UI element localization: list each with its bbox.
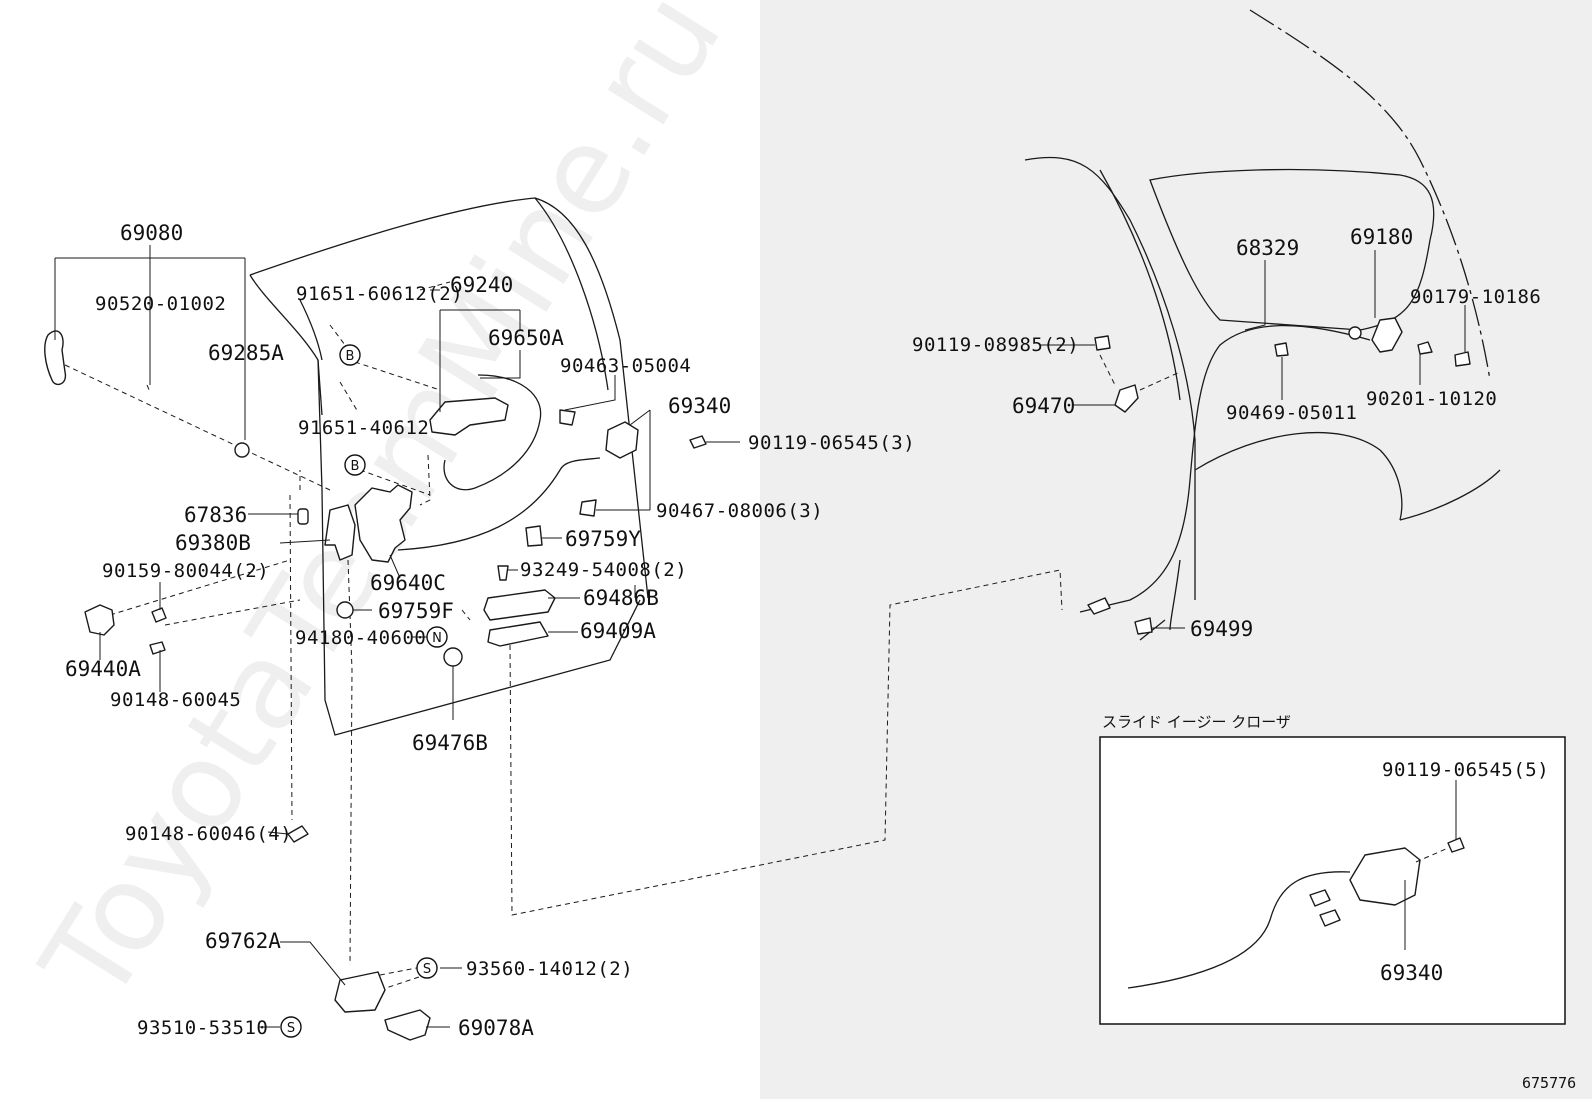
part-69470-clip [1114, 384, 1139, 413]
label-67836: 67836 [184, 503, 247, 527]
part-69759F [336, 601, 354, 619]
label-90148-60046: 90148-60046(4) [125, 823, 292, 845]
badge-b-1: B [339, 344, 361, 366]
part-90148-bolt-a [149, 641, 166, 655]
part-69762A-hinge [334, 971, 386, 1013]
label-90159-80044: 90159-80044(2) [102, 560, 269, 582]
badge-b-2: B [344, 454, 366, 476]
part-69650A-cable [443, 374, 542, 491]
label-69380B: 69380B [175, 531, 251, 555]
svg-text:N: N [432, 631, 442, 646]
label-69409A: 69409A [580, 619, 656, 643]
sliding-door-outline [249, 197, 649, 736]
label-69285A: 69285A [208, 341, 284, 365]
part-90201-washer [1417, 341, 1433, 355]
part-90469-clip [1274, 342, 1289, 357]
label-69470: 69470 [1012, 394, 1075, 418]
inset-frame [1099, 736, 1566, 1025]
label-90520-01002: 90520-01002 [95, 293, 226, 315]
label-90119-08985: 90119-08985(2) [912, 334, 1079, 356]
label-90463-05004: 90463-05004 [560, 355, 691, 377]
label-93560-14012: 93560-14012(2) [466, 958, 633, 980]
inset-cable [1127, 871, 1351, 989]
label-69078A: 69078A [458, 1016, 534, 1040]
label-91651-60612: 91651-60612(2) [296, 283, 463, 305]
label-90148-60045: 90148-60045 [110, 689, 241, 711]
label-69759Y: 69759Y [565, 527, 641, 551]
part-69640C-latch [354, 484, 413, 563]
leader-lines [54, 245, 1466, 1028]
label-69640C: 69640C [370, 571, 446, 595]
label-90179-10186: 90179-10186 [1410, 286, 1541, 308]
part-93249-screw [497, 565, 509, 581]
label-69340-inset: 69340 [1380, 961, 1443, 985]
part-69340-rod [397, 457, 601, 551]
part-90467-nut [579, 499, 597, 517]
part-69180-pulley [1348, 326, 1362, 340]
label-69340: 69340 [668, 394, 731, 418]
label-90201-10120: 90201-10120 [1366, 388, 1497, 410]
part-90119-bolt-a [689, 435, 707, 449]
label-91651-40612: 91651-40612 [298, 417, 429, 439]
label-94180-40600: 94180-40600 [295, 627, 426, 649]
label-90469-05011: 90469-05011 [1226, 402, 1357, 424]
label-90119-06545-3: 90119-06545(3) [748, 432, 915, 454]
badge-s-1: S [416, 957, 438, 979]
part-90148-bolt-b [287, 825, 309, 843]
part-90463-clip [559, 409, 576, 426]
part-69380B-bracket [324, 504, 356, 561]
svg-text:B: B [351, 459, 360, 474]
svg-text:S: S [423, 962, 431, 977]
label-90119-06545-5: 90119-06545(5) [1382, 759, 1549, 781]
part-69499-clip [1134, 617, 1153, 635]
label-69650A: 69650A [488, 326, 564, 350]
figure-number: 675776 [1522, 1074, 1576, 1092]
part-69759Y-block [525, 525, 543, 547]
label-69499: 69499 [1190, 617, 1253, 641]
label-69240: 69240 [450, 273, 513, 297]
inset-title: スライド イージー クローザ [1102, 713, 1291, 731]
part-69240-outside-handle [429, 397, 509, 436]
part-69486B-inside-handle [483, 589, 556, 621]
part-69476B-cap [443, 647, 463, 667]
part-68329-cable [1079, 324, 1371, 613]
vehicle-body-outline [1024, 9, 1501, 641]
part-69285A-plug [234, 442, 250, 458]
label-69759F: 69759F [378, 599, 454, 623]
part-69078A-bracket [384, 1009, 431, 1041]
label-93249-54008: 93249-54008(2) [520, 559, 687, 581]
badge-n: N [426, 626, 448, 648]
inset-connector-b [1319, 909, 1341, 927]
door-dashed-lines [64, 281, 1063, 991]
label-90467-08006: 90467-08006(3) [656, 500, 823, 522]
part-69340-lock [605, 421, 639, 459]
label-69762A: 69762A [205, 929, 281, 953]
label-93510-53510: 93510-53510 [137, 1017, 268, 1039]
label-69440A: 69440A [65, 657, 141, 681]
label-69476B: 69476B [412, 731, 488, 755]
part-90119-08985-bolt [1094, 335, 1111, 351]
part-69409A-bezel [487, 621, 549, 647]
part-69180-bracket [1371, 317, 1403, 353]
part-67836 [297, 508, 309, 525]
part-69080-cover [44, 330, 67, 386]
part-69440A-switch [84, 604, 115, 636]
part-90159-bolt [151, 607, 167, 623]
part-90179-nut [1454, 351, 1471, 367]
label-68329: 68329 [1236, 236, 1299, 260]
part-cable-end [1087, 597, 1111, 615]
svg-text:S: S [287, 1021, 295, 1036]
label-69180: 69180 [1350, 225, 1413, 249]
label-69080: 69080 [120, 221, 183, 245]
badge-s-2: S [280, 1016, 302, 1038]
inset-connector-a [1309, 889, 1331, 907]
svg-text:B: B [346, 349, 355, 364]
label-69486B: 69486B [583, 586, 659, 610]
